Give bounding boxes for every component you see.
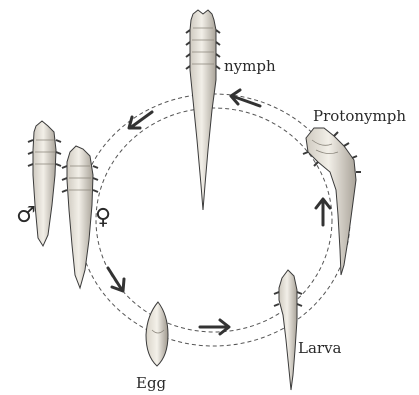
- male-symbol: ♂: [16, 203, 36, 228]
- arrow-icon: [108, 268, 124, 291]
- female-adult-illustration: [62, 146, 98, 288]
- larva-illustration: [274, 270, 302, 390]
- egg-illustration: [146, 302, 168, 366]
- label-nymph: nymph: [224, 57, 276, 75]
- label-protonymph: Protonymph: [313, 107, 406, 125]
- label-egg: Egg: [136, 374, 167, 392]
- female-symbol: ♀: [95, 205, 111, 230]
- label-larva: Larva: [298, 339, 342, 357]
- arrow-icon: [316, 199, 330, 225]
- cycle-ring: [78, 94, 350, 346]
- protonymph-illustration: [303, 128, 361, 275]
- arrow-icon: [231, 90, 260, 106]
